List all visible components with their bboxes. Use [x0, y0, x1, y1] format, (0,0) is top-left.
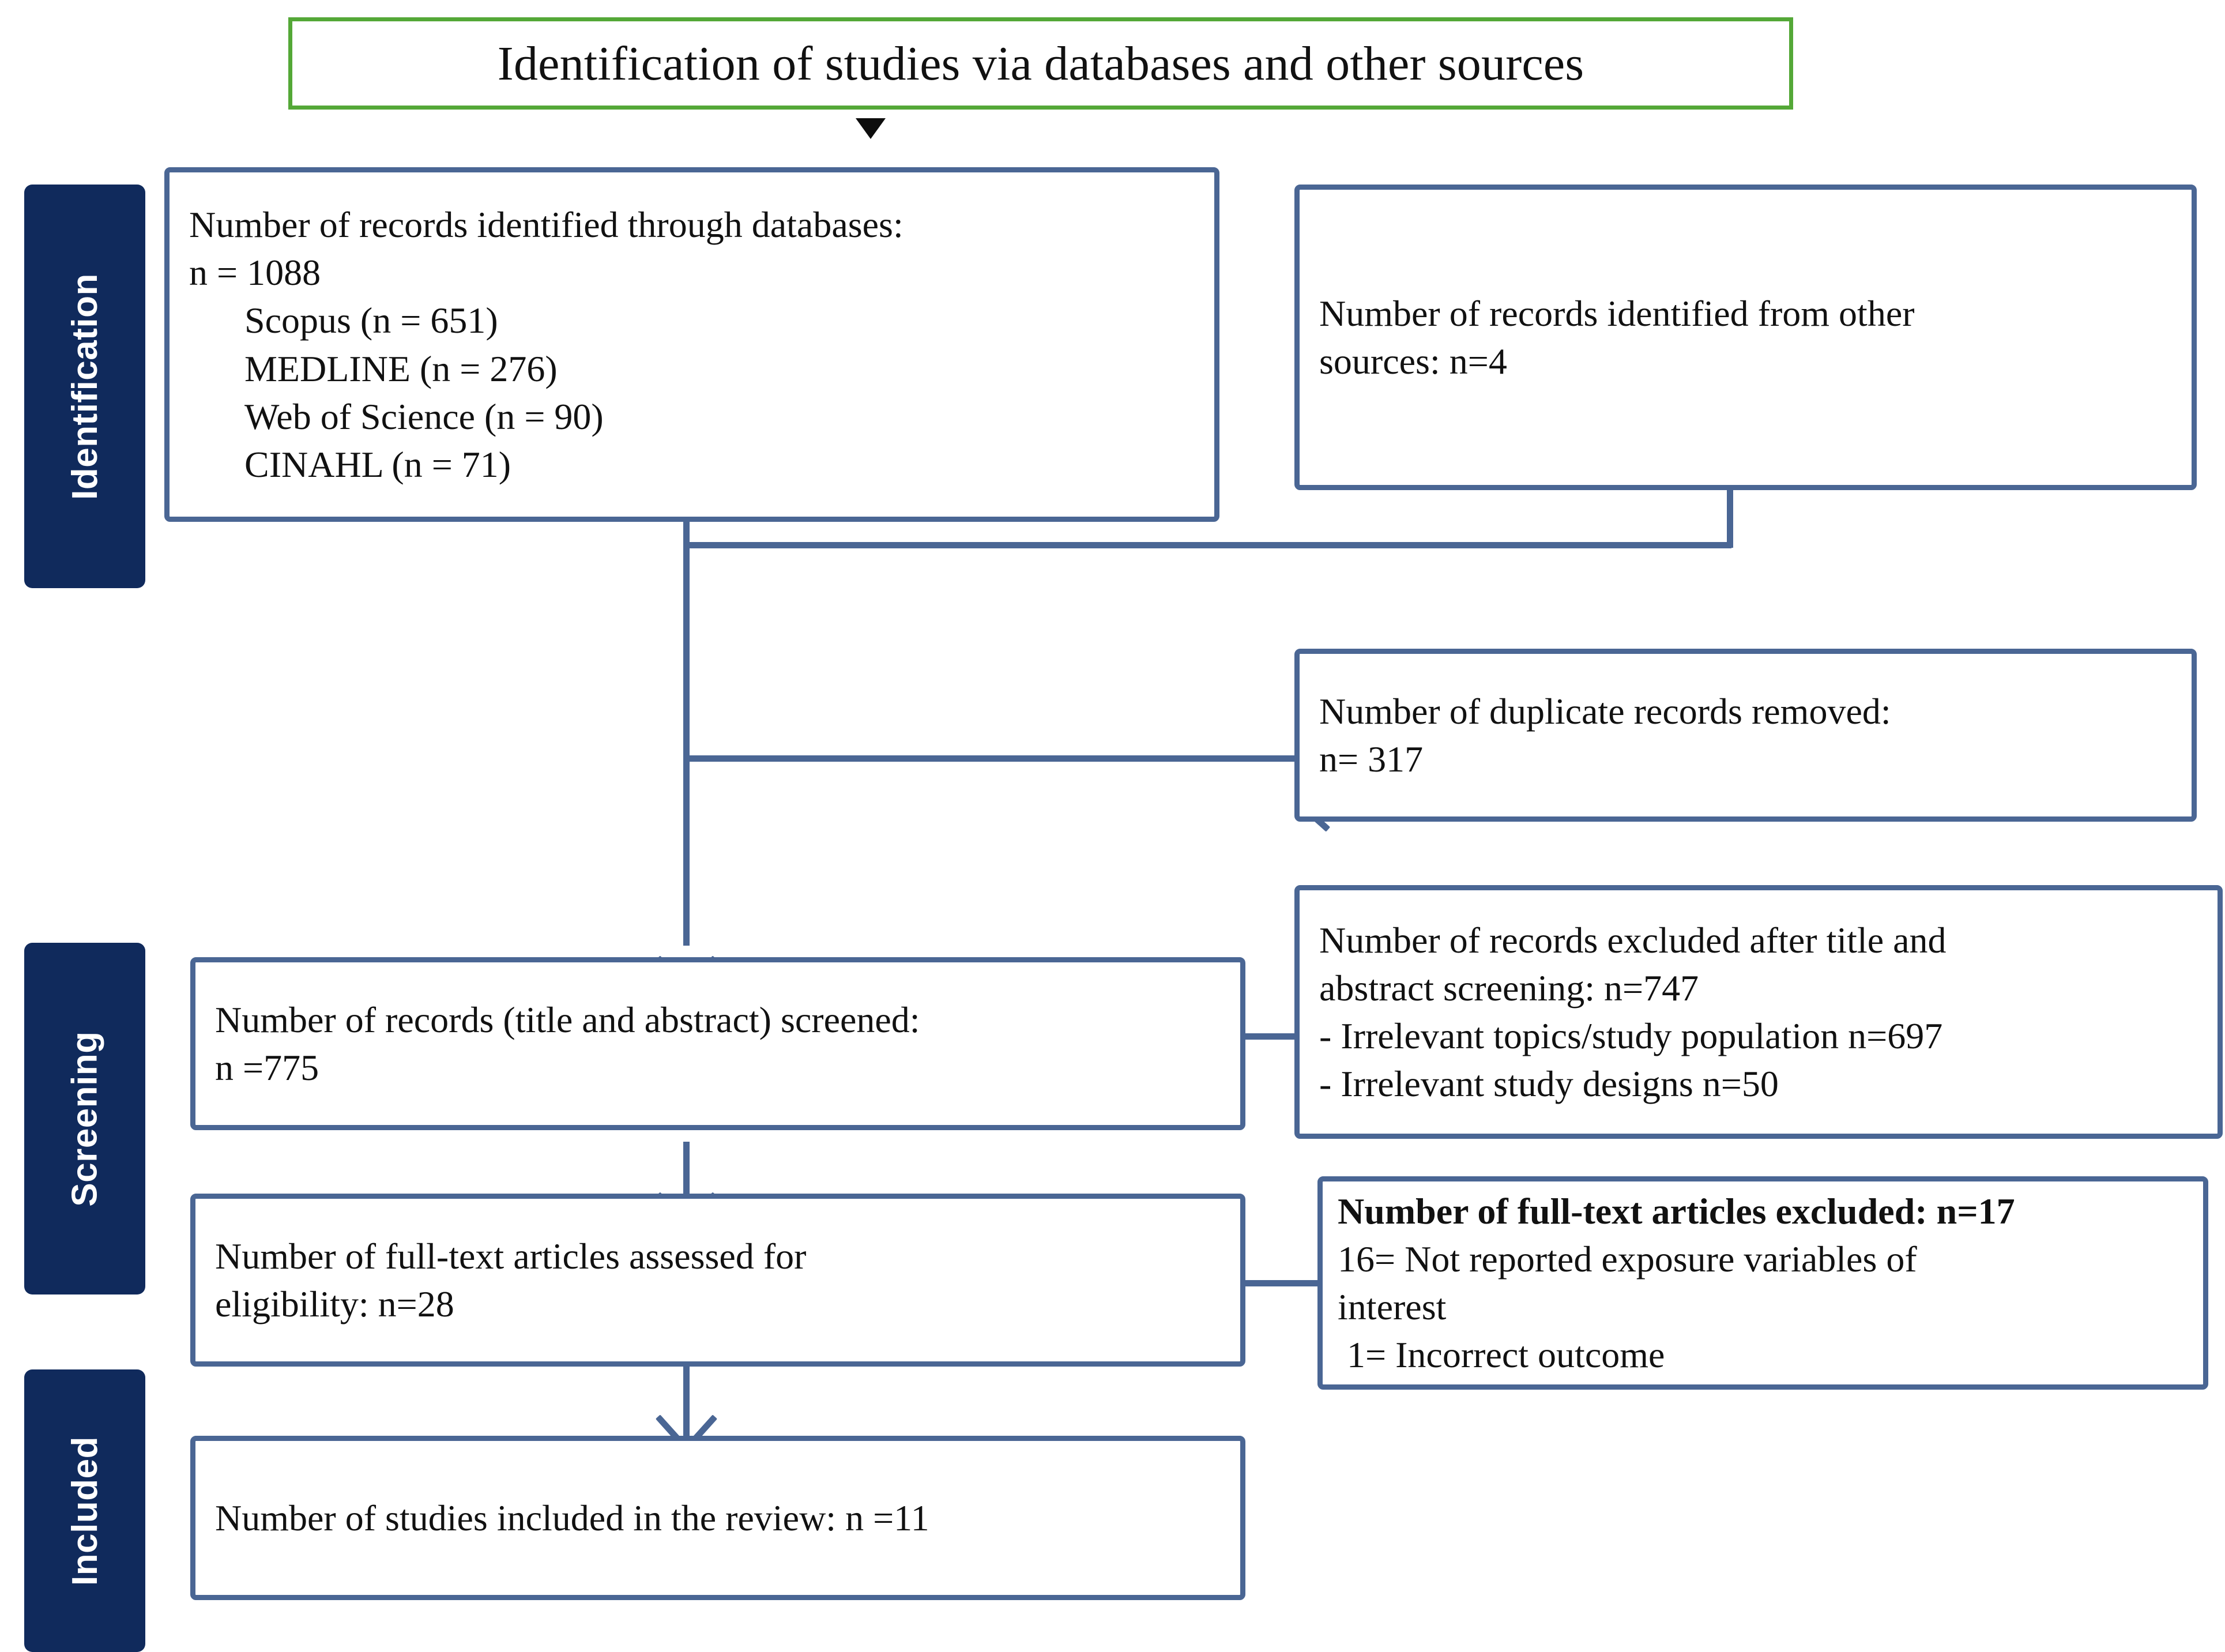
connector-screened-to-eligibility	[683, 1142, 690, 1222]
box-line: 1= Incorrect outcome	[1338, 1334, 1665, 1376]
stage-bar-screening: Screening	[24, 943, 145, 1294]
box-records-excluded-title-abstract: Number of records excluded after title a…	[1294, 885, 2223, 1139]
stage-bar-included: Included	[24, 1369, 145, 1652]
connector-screened-to-excluded	[1245, 1033, 1297, 1040]
box-line: Number of records identified through dat…	[189, 204, 903, 245]
box-line: CINAHL (n = 71)	[244, 443, 511, 485]
box-line: Number of records excluded after title a…	[1319, 919, 1947, 961]
box-studies-included-review: Number of studies included in the review…	[190, 1436, 1245, 1600]
box-line: - Irrelevant study designs n=50	[1319, 1063, 1779, 1105]
box-duplicate-records-removed: Number of duplicate records removed: n= …	[1294, 649, 2197, 822]
diagram-title: Identification of studies via databases …	[497, 36, 1584, 91]
stage-bar-identification: Identification	[24, 185, 145, 588]
box-line: Scopus (n = 651)	[244, 300, 498, 341]
box-records-screened: Number of records (title and abstract) s…	[190, 957, 1245, 1130]
box-line: n= 317	[1319, 739, 1424, 780]
stage-label-included: Included	[65, 1436, 105, 1586]
box-line: abstract screening: n=747	[1319, 967, 1699, 1008]
box-line: n = 1088	[189, 252, 321, 293]
box-line: eligibility: n=28	[215, 1284, 454, 1324]
stage-label-identification: Identification	[65, 273, 105, 500]
box-line: - Irrelevant topics/study population n=6…	[1319, 1015, 1943, 1056]
connector-eligibility-to-included	[683, 1361, 690, 1444]
box-records-identified-databases: Number of records identified through dat…	[164, 167, 1219, 522]
connector-databases-down	[683, 519, 690, 946]
connector-eligibility-to-excluded	[1245, 1280, 1317, 1286]
box-line: Number of studies included in the review…	[215, 1497, 929, 1538]
box-line: sources: n=4	[1319, 341, 1507, 382]
connector-other-sources-down	[1727, 487, 1733, 548]
box-line: Number of duplicate records removed:	[1319, 690, 1891, 732]
box-line: Number of full-text articles excluded: n…	[1338, 1190, 2015, 1232]
box-fulltext-articles-excluded: Number of full-text articles excluded: n…	[1317, 1176, 2208, 1390]
box-line: MEDLINE (n = 276)	[244, 348, 558, 389]
box-fulltext-assessed-eligibility: Number of full-text articles assessed fo…	[190, 1194, 1245, 1367]
box-line: Number of full-text articles assessed fo…	[215, 1235, 807, 1277]
connector-duplicates-right	[683, 755, 1294, 762]
diagram-header-box: Identification of studies via databases …	[288, 17, 1793, 110]
box-line: Number of records identified from other	[1319, 292, 1915, 334]
box-line: interest	[1338, 1286, 1447, 1327]
box-line: Web of Science (n = 90)	[244, 396, 604, 437]
connector-other-sources-left	[683, 542, 1731, 548]
stage-label-screening: Screening	[65, 1030, 105, 1207]
box-line: 16= Not reported exposure variables of	[1338, 1238, 1917, 1280]
header-down-triangle-icon	[856, 118, 886, 139]
box-records-identified-other-sources: Number of records identified from other …	[1294, 185, 2197, 490]
box-line: Number of records (title and abstract) s…	[215, 999, 920, 1040]
box-line: n =775	[215, 1047, 319, 1088]
